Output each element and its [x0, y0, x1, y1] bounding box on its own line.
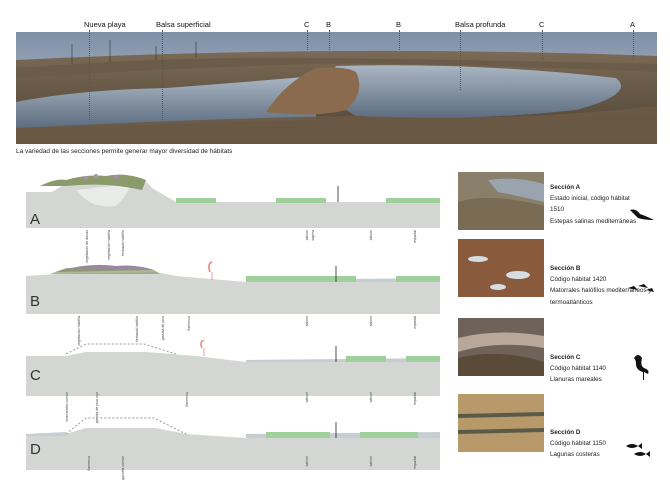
habitat-line: Lagunas costeras [550, 451, 600, 459]
label-c: C [304, 20, 310, 29]
species-label: flamenco [187, 316, 191, 331]
species-label: flamenco [87, 456, 91, 471]
species-label: gaviota de pico [161, 316, 165, 341]
section-d-diagram: D [26, 417, 440, 470]
habitat-line: Código hábitat 1150 [550, 440, 606, 448]
species-label: flamenco [185, 392, 189, 407]
species-label: vegetación halófila [107, 230, 111, 260]
label-balsa-profunda: Balsa profunda [455, 20, 506, 29]
species-label: salicor [369, 456, 373, 467]
species-label: espartal [413, 392, 417, 405]
habitat-line: Estepas salinas mediterráneas [550, 217, 637, 225]
species-label: salicor [369, 230, 373, 241]
species-label: salicor [305, 392, 309, 403]
habitat-photo-c [458, 318, 544, 376]
section-d-labels: flamenco garceta común salicor salicor e… [26, 456, 446, 480]
section-letter: C [30, 367, 41, 384]
habitat-line: Código hábitat 1420 [550, 276, 607, 284]
flamingo-icon [634, 355, 649, 380]
section-letter: B [30, 293, 40, 310]
habitat-title: Sección B [550, 265, 581, 272]
marker-line [460, 30, 461, 90]
species-label: salicor [305, 456, 309, 467]
species-label: espartal [413, 230, 417, 243]
habitat-info-a: Sección A Estado inicial, código hábitat… [550, 182, 668, 227]
marker-line [162, 30, 163, 120]
section-a-diagram: A [26, 174, 440, 228]
species-label: salicor [369, 316, 373, 327]
panorama-photo [16, 32, 657, 144]
species-label: herbazal halófilo [135, 316, 139, 343]
panorama-caption: La variedad de las secciones permite gen… [16, 148, 233, 155]
marker-line [542, 30, 543, 60]
section-a-labels: vegetación de dunas vegetación halófila … [26, 230, 446, 263]
label-a: A [630, 20, 636, 29]
habitat-line: termoatlánticos [550, 298, 593, 306]
species-label: herbazal halófilo [121, 230, 125, 257]
section-b-diagram: B [26, 261, 440, 314]
species-label: salicor [369, 392, 373, 403]
marker-line [399, 30, 400, 50]
habitat-line: Matorrales halófilos mediterráneos y [550, 287, 652, 295]
fish-icon [626, 443, 650, 457]
section-c-diagram: C [26, 340, 440, 396]
habitat-line: 1510 [550, 206, 565, 214]
habitat-title: Sección C [550, 354, 581, 361]
habitat-photo-d [458, 394, 544, 452]
species-label: salicor [305, 230, 309, 241]
shorebirds-icon [628, 284, 654, 292]
species-label: espartal [413, 316, 417, 329]
label-balsa-superficial: Balsa superficial [156, 20, 211, 29]
habitat-line: Código hábitat 1140 [550, 365, 606, 373]
marker-line [89, 30, 90, 120]
marker-line [307, 30, 308, 50]
section-letter: A [30, 211, 40, 228]
marker-line [329, 30, 330, 50]
habitat-photo-a [458, 172, 544, 230]
habitat-title: Sección D [550, 429, 581, 436]
habitat-info-b: Sección B Código hábitat 1420 Matorrales… [550, 263, 668, 308]
bird-icon [630, 209, 654, 220]
habitat-title: Sección A [550, 184, 581, 191]
habitat-info-d: Sección D Código hábitat 1150 Lagunas co… [550, 427, 668, 461]
species-label: espartal [413, 456, 417, 469]
species-label: salicor [305, 316, 309, 327]
habitat-photo-b [458, 239, 544, 297]
marker-line [633, 30, 634, 60]
label-nueva-playa: Nueva playa [84, 20, 126, 29]
species-label: sapina [311, 230, 315, 241]
habitat-line: Llanuras mareales [550, 376, 602, 384]
species-label: garceta común [121, 456, 125, 480]
label-b: B [396, 20, 402, 29]
habitat-line: Estado inicial, código hábitat [550, 195, 630, 203]
label-b: B [326, 20, 332, 29]
label-c: C [539, 20, 545, 29]
habitat-info-c: Sección C Código hábitat 1140 Llanuras m… [550, 352, 668, 386]
section-letter: D [30, 441, 41, 458]
